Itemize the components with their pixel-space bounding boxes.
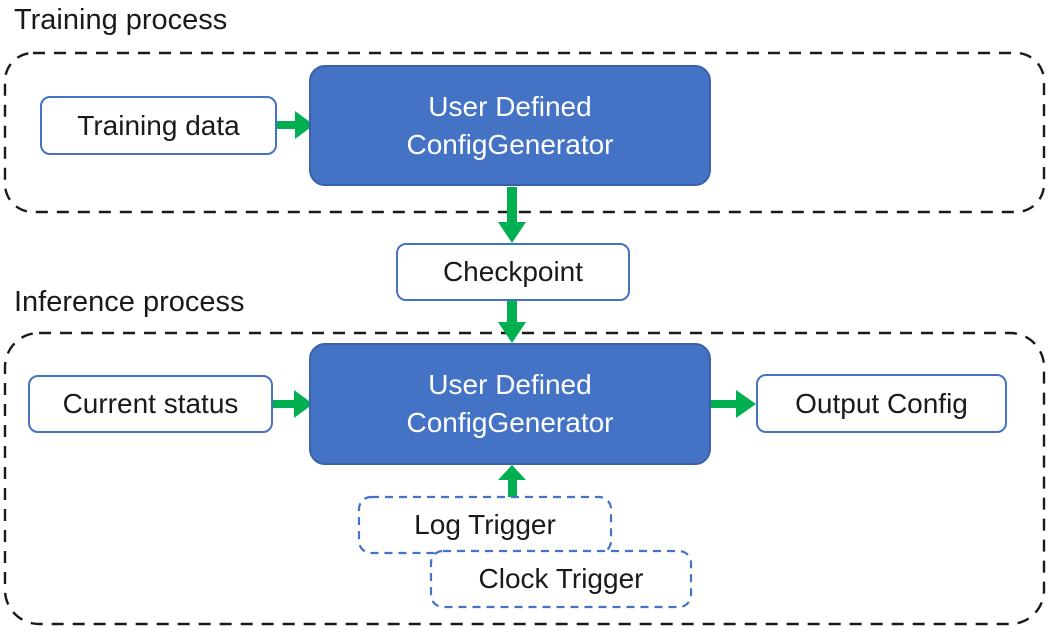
checkpoint-box: Checkpoint: [396, 243, 630, 301]
training-data-box: Training data: [40, 96, 277, 155]
inference-generator-line1: User Defined: [428, 369, 592, 400]
trigger-to-generator-arrow: [498, 465, 526, 497]
log-trigger-label: Log Trigger: [414, 509, 556, 540]
training-generator-box: User Defined ConfigGenerator: [309, 65, 711, 186]
inference-process-title: Inference process: [14, 286, 245, 318]
training-generator-line2: ConfigGenerator: [406, 128, 614, 160]
current-status-label: Current status: [62, 388, 239, 419]
inference-generator-box: User Defined ConfigGenerator: [309, 343, 711, 465]
checkpoint-to-generator-arrow: [498, 301, 526, 343]
output-config-label: Output Config: [795, 387, 968, 419]
training-data-label: Training data: [77, 109, 240, 141]
generator-to-output-arrow: [711, 390, 756, 418]
generator-to-checkpoint-arrow: [498, 187, 526, 243]
training-process-title: Training process: [14, 4, 228, 36]
clock-trigger-label: Clock Trigger: [478, 563, 644, 594]
inference-generator-line2: ConfigGenerator: [406, 407, 614, 438]
current-status-to-generator-arrow: [273, 390, 313, 418]
checkpoint-label: Checkpoint: [442, 256, 584, 287]
output-config-box: Output Config: [756, 374, 1007, 433]
training-generator-line1: User Defined: [428, 90, 592, 122]
current-status-box: Current status: [28, 375, 273, 433]
